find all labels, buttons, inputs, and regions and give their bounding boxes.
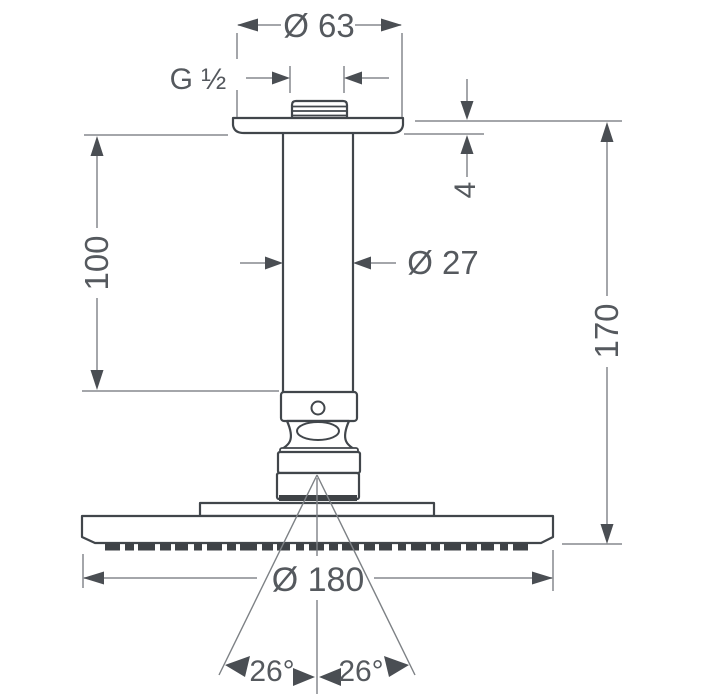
ceiling-arm-pipe bbox=[281, 132, 355, 392]
arrow-left-icon bbox=[344, 71, 362, 85]
label-arm-diameter: Ø 27 bbox=[407, 244, 479, 281]
label-arm-length: 100 bbox=[78, 235, 115, 290]
label-flange-diameter: Ø 63 bbox=[283, 7, 355, 44]
head-connector bbox=[275, 447, 362, 501]
arrow-right-icon bbox=[265, 256, 283, 270]
arrow-right-icon bbox=[381, 18, 402, 32]
dim-thread-size: G ½ bbox=[170, 63, 389, 96]
arrow-left-icon bbox=[319, 668, 341, 686]
dim-flange-height: 4 bbox=[404, 79, 622, 198]
pivot-hole bbox=[310, 400, 326, 416]
arrow-left-icon bbox=[353, 256, 371, 270]
label-head-diameter: Ø 180 bbox=[272, 561, 365, 599]
arrow-left-icon bbox=[237, 18, 258, 32]
spray-cone-lines bbox=[218, 474, 416, 694]
arrow-right-icon bbox=[532, 571, 553, 585]
ball bbox=[296, 421, 340, 441]
shower-fixture-outline bbox=[80, 99, 555, 551]
dim-head-diameter: Ø 180 bbox=[82, 550, 554, 599]
arrow-upright-icon bbox=[384, 656, 409, 677]
ball-joint bbox=[279, 419, 357, 452]
dim-spray-angles: 26° 26° bbox=[225, 655, 409, 688]
ceiling-plate bbox=[231, 116, 405, 135]
arrow-upleft-icon bbox=[225, 656, 250, 677]
pivot-collar bbox=[279, 390, 359, 423]
arrow-down-icon bbox=[600, 524, 614, 544]
arrow-down-icon bbox=[90, 370, 104, 390]
dim-arm-length: 100 bbox=[78, 134, 279, 392]
label-total-height: 170 bbox=[588, 303, 625, 358]
connector-seal-band bbox=[279, 495, 357, 501]
label-spray-angle-left: 26° bbox=[249, 655, 294, 688]
label-spray-angle-right: 26° bbox=[338, 655, 383, 688]
arrow-right-icon bbox=[293, 668, 315, 686]
arrow-down-icon bbox=[460, 101, 474, 120]
thread-stub bbox=[290, 99, 349, 123]
dim-flange-diameter: Ø 63 bbox=[236, 7, 403, 117]
label-thread-size: G ½ bbox=[170, 63, 227, 96]
arrow-up-icon bbox=[460, 135, 474, 154]
label-flange-height: 4 bbox=[449, 182, 482, 199]
dim-arm-diameter: Ø 27 bbox=[240, 244, 479, 281]
arrow-left-icon bbox=[83, 571, 104, 585]
dim-total-height: 170 bbox=[562, 122, 625, 545]
arrow-up-icon bbox=[600, 122, 614, 142]
arrow-right-icon bbox=[272, 71, 290, 85]
arrow-up-icon bbox=[90, 136, 104, 156]
